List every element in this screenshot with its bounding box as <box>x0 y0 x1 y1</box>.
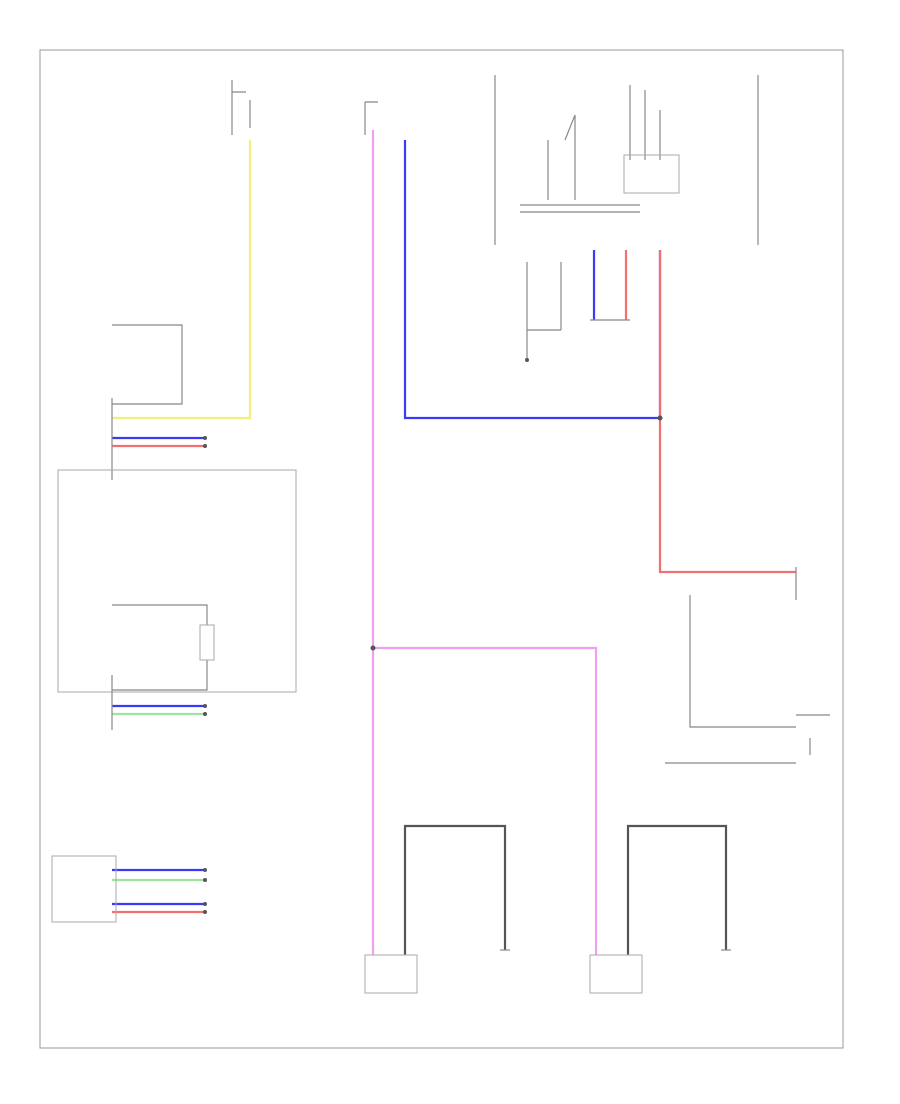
relay-lines <box>547 85 661 200</box>
module-2-wire <box>112 604 208 691</box>
junction-dot <box>203 704 207 708</box>
junction-dot <box>203 868 207 872</box>
module-2-resistor <box>199 624 215 661</box>
junction-dot <box>370 645 376 651</box>
junction-dot <box>203 444 207 448</box>
pink-wire-branch <box>373 646 598 955</box>
fuse-bracket-mid <box>364 101 378 135</box>
right-ground-wire <box>665 738 811 764</box>
junction-dot <box>203 902 207 906</box>
junction-dot <box>657 415 663 421</box>
junction-dots <box>203 358 663 914</box>
ground-stubs <box>526 262 562 360</box>
relay-box <box>623 154 680 194</box>
junction-dot <box>203 910 207 914</box>
junction-dot <box>203 436 207 440</box>
control-unit-box <box>51 855 117 923</box>
fuse-bracket-left <box>231 80 251 135</box>
red-wire <box>658 250 796 574</box>
dark-wire-left-motor <box>403 824 507 955</box>
diagram-frame <box>39 49 844 1049</box>
module-1-wire <box>112 324 183 405</box>
junction-dot <box>203 878 207 882</box>
junction-dot <box>525 358 529 362</box>
blue-wire <box>403 140 662 420</box>
junction-dot <box>203 712 207 716</box>
components <box>51 75 830 994</box>
right-motor-box <box>589 954 643 994</box>
left-motor-box <box>364 954 418 994</box>
dark-wire-right-motor <box>626 824 728 955</box>
bus-bar <box>520 204 640 213</box>
wires <box>112 130 796 955</box>
right-module-lines <box>689 567 830 728</box>
module-2-frame <box>57 469 297 693</box>
yellow-wire <box>112 140 252 420</box>
